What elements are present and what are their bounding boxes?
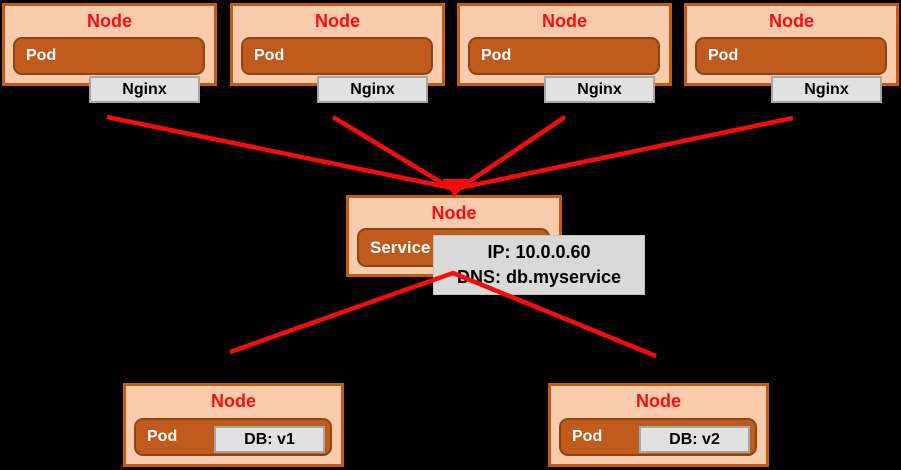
node-title: Node	[542, 11, 587, 31]
app-label-box: Nginx	[544, 76, 655, 103]
app-label-box: Nginx	[89, 76, 200, 103]
pod-bar: Pod DB: v1	[134, 418, 332, 456]
pod-bar: Pod Nginx	[241, 37, 433, 103]
service-info-box: IP: 10.0.0.60 DNS: db.myservice	[433, 235, 645, 295]
app-label-box: Nginx	[317, 76, 428, 103]
node-box-1: Node Pod Nginx	[2, 3, 217, 103]
pod-bar: Pod Nginx	[468, 37, 660, 103]
node-title: Node	[431, 203, 477, 223]
node-title: Node	[211, 391, 256, 411]
node-title: Node	[636, 391, 681, 411]
pod-label: Pod	[481, 47, 512, 64]
pod-bar: Pod DB: v2	[559, 418, 757, 456]
app-label-box: Nginx	[771, 76, 882, 103]
node-title: Node	[769, 11, 814, 31]
node-box-4: Node Pod Nginx	[684, 3, 899, 103]
service-label: Service	[370, 237, 431, 257]
app-label-box: DB: v1	[214, 426, 325, 453]
pod-label: Pod	[708, 47, 739, 64]
edge-node4-service	[458, 115, 794, 191]
service-ip: IP: 10.0.0.60	[487, 242, 591, 262]
node-box-2: Node Pod Nginx	[230, 3, 445, 103]
edge-node1-service	[106, 114, 453, 191]
pod-label: Pod	[254, 47, 285, 64]
pod-label: Pod	[572, 428, 603, 445]
pod-label: Pod	[147, 428, 178, 445]
edge-node3-service	[456, 115, 567, 191]
node-title: Node	[87, 11, 132, 31]
pod-label: Pod	[26, 47, 57, 64]
db-node-box-1: Node Pod DB: v1	[123, 383, 344, 467]
pod-bar: Pod Nginx	[13, 37, 205, 103]
db-node-box-2: Node Pod DB: v2	[548, 383, 769, 467]
node-box-3: Node Pod Nginx	[457, 3, 672, 103]
edge-node2-service	[331, 115, 454, 191]
node-title: Node	[315, 11, 360, 31]
pod-bar: Pod Nginx	[695, 37, 887, 103]
app-label-box: DB: v2	[639, 426, 750, 453]
service-dns: DNS: db.myservice	[456, 267, 622, 287]
